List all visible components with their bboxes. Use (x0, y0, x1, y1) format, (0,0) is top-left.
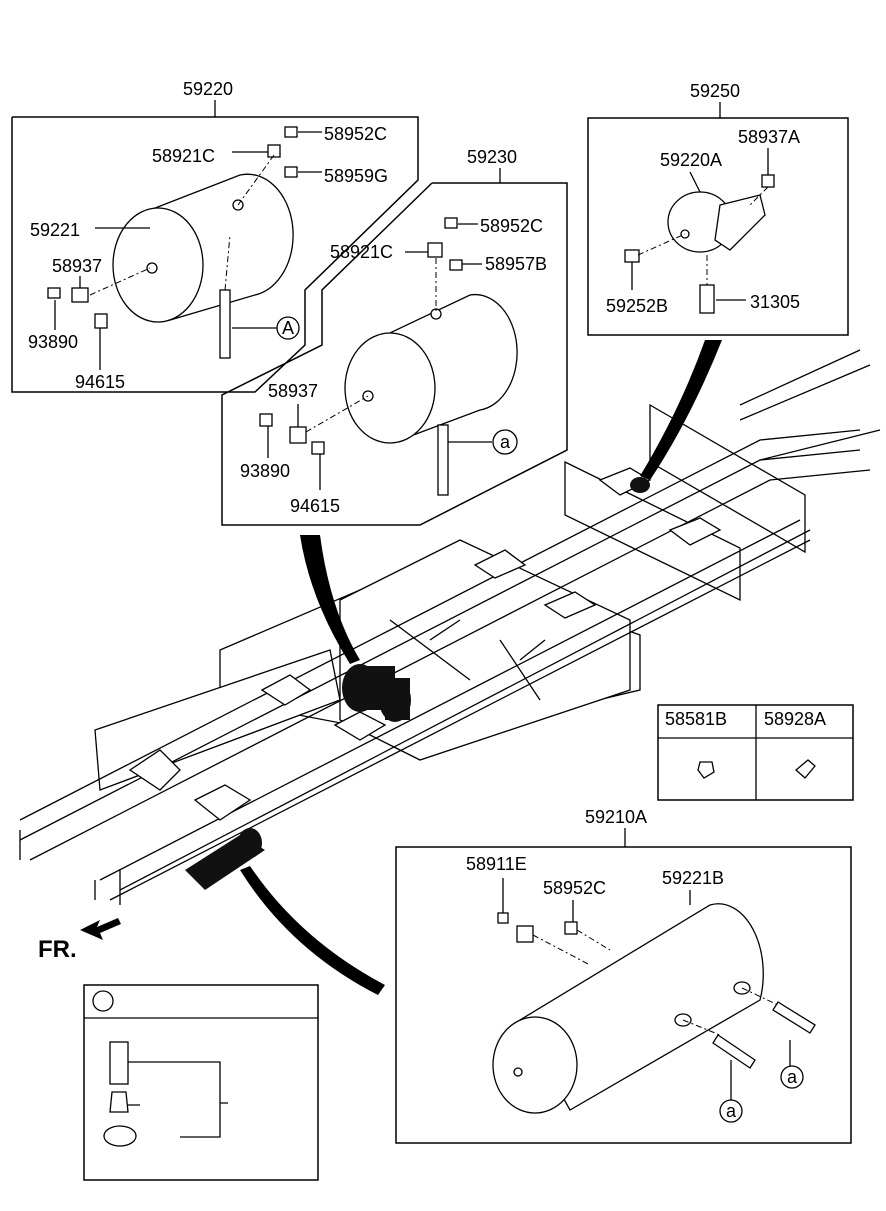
ref-marker-a: a (500, 432, 511, 452)
part-label: 59221B (662, 868, 724, 888)
part-label: 58952C (480, 216, 543, 236)
assembly-label: 59230 (467, 147, 517, 167)
group-59220: 59220 A 58952C 58921C 58959G 59221 58937… (11, 79, 419, 393)
ref-marker-a: a (787, 1067, 798, 1087)
detail-a (83, 984, 319, 1181)
group-59230: 59230 a 58952C 58921C 58957B 58937 93890… (221, 147, 568, 526)
part-label: 58952C (324, 124, 387, 144)
assembly-label: 59250 (690, 81, 740, 101)
fitting-58928A-icon (795, 759, 816, 779)
front-indicator: FR. (38, 918, 121, 963)
ref-marker-a: a (726, 1101, 737, 1121)
leader-wedge-59250 (640, 340, 722, 480)
part-label: 59252B (606, 296, 668, 316)
front-label: FR. (38, 936, 77, 963)
part-label: 58921C (152, 146, 215, 166)
part-label: 93890 (28, 332, 78, 352)
table-header: 58581B (665, 709, 727, 729)
fittings-table: 58581B 58928A (657, 704, 854, 801)
leader-wedge-59210A (240, 866, 385, 995)
part-label: 94615 (290, 496, 340, 516)
part-label: 58937 (52, 256, 102, 276)
group-59250: 59250 58937A 59220A 59252B 31305 (587, 81, 849, 336)
fitting-58581B-icon (697, 761, 715, 779)
part-label: 58937A (738, 127, 800, 147)
part-label: 58959G (324, 166, 388, 186)
part-label: 58937 (268, 381, 318, 401)
part-label: 93890 (240, 461, 290, 481)
part-label: 31305 (750, 292, 800, 312)
assembly-label: 59220 (183, 79, 233, 99)
group-59210A: 59210A a a 58911E 58952C 59221B (395, 807, 852, 1144)
part-label: 59220A (660, 150, 722, 170)
part-label: 94615 (75, 372, 125, 392)
table-header: 58928A (764, 709, 826, 729)
part-label: 58957B (485, 254, 547, 274)
part-label: 59221 (30, 220, 80, 240)
chassis-frame (19, 349, 881, 905)
assembly-label: 59210A (585, 807, 647, 827)
part-label: 58911E (466, 854, 527, 874)
ref-marker-A: A (282, 318, 294, 338)
part-label: 58952C (543, 878, 606, 898)
part-label: 58921C (330, 242, 393, 262)
leader-wedge-59230 (300, 535, 360, 664)
